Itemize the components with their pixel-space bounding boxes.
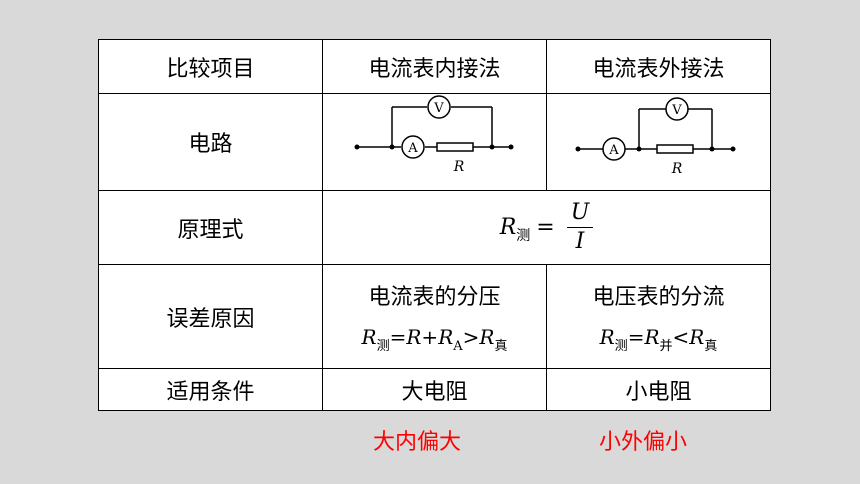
svg-text:V: V: [671, 103, 682, 118]
error-row: 误差原因 电流表的分压 R测=R+RA>R真 电压表的分流 R测=R并<R真: [98, 264, 771, 369]
voltmeter-icon: V: [664, 97, 689, 121]
external-mnemonic: 小外偏小: [599, 430, 688, 455]
circuit-row: 电路 V: [98, 93, 771, 191]
internal-error-formula: R测=R+RA>R真: [361, 325, 508, 354]
error-row-label: 误差原因: [98, 264, 323, 369]
svg-text:V: V: [433, 101, 444, 116]
external-error-title: 电压表的分流: [592, 285, 725, 310]
external-circuit-cell: V A R: [546, 93, 771, 191]
svg-text:A: A: [407, 141, 418, 156]
applicable-row-label: 适用条件: [98, 368, 323, 411]
internal-error-title: 电流表的分压: [368, 285, 501, 310]
external-error-cell: 电压表的分流 R测=R并<R真: [546, 264, 771, 369]
header-compare-item: 比较项目: [98, 39, 323, 94]
resistor-icon: R: [655, 144, 694, 177]
applicable-row: 适用条件 大电阻 小电阻: [98, 368, 771, 411]
internal-applicable: 大电阻: [322, 368, 547, 411]
internal-circuit-diagram: V A R: [354, 95, 513, 175]
header-external-method: 电流表外接法: [546, 39, 771, 94]
header-internal-method: 电流表内接法: [322, 39, 547, 94]
svg-text:A: A: [608, 143, 619, 158]
ammeter-icon: A: [601, 137, 626, 161]
header-row: 比较项目 电流表内接法 电流表外接法: [98, 39, 771, 94]
external-circuit-diagram: V A R: [575, 97, 735, 177]
voltmeter-icon: V: [426, 95, 451, 119]
comparison-table: 比较项目 电流表内接法 电流表外接法 电路: [98, 39, 771, 411]
circuit-row-label: 电路: [98, 93, 323, 191]
internal-circuit-cell: V A R: [322, 93, 547, 191]
external-applicable: 小电阻: [546, 368, 771, 411]
svg-text:R: R: [670, 161, 682, 177]
ammeter-icon: A: [400, 135, 425, 159]
svg-text:R: R: [452, 159, 464, 175]
internal-error-cell: 电流表的分压 R测=R+RA>R真: [322, 264, 547, 369]
resistor-icon: R: [435, 142, 474, 175]
internal-mnemonic: 大内偏大: [373, 430, 462, 455]
external-error-formula: R测=R并<R真: [599, 325, 718, 354]
principle-row-label: 原理式: [98, 190, 323, 265]
